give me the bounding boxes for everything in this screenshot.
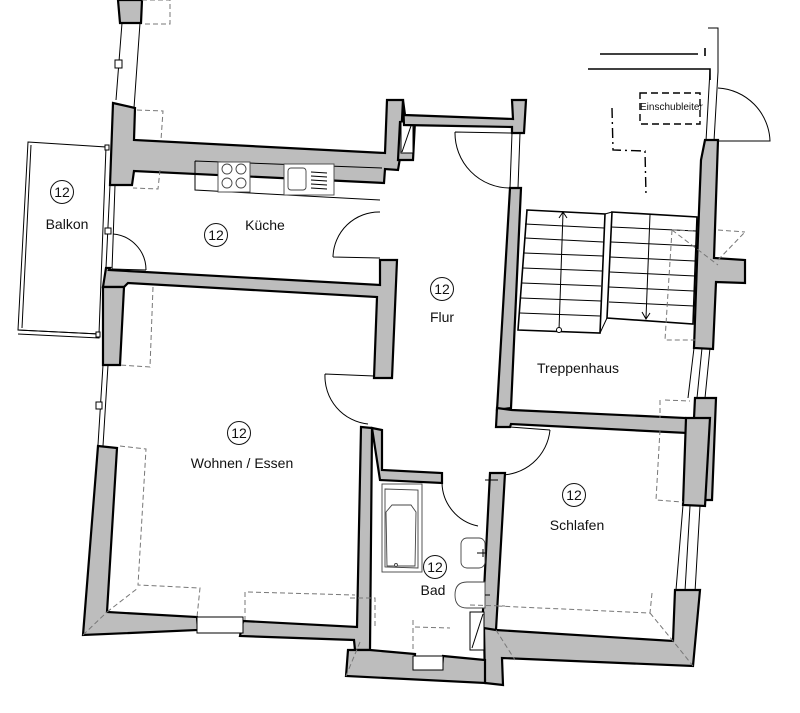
room-label-flur: Flur bbox=[429, 309, 455, 325]
stairs-up bbox=[517, 209, 606, 334]
wall-schlafen-east bbox=[681, 416, 712, 508]
wall-schlafen-south bbox=[482, 588, 702, 687]
room-number-balkon: 12 bbox=[50, 180, 74, 204]
bathtub-icon bbox=[381, 483, 423, 573]
stairs-down bbox=[606, 211, 698, 325]
wall-wohnen-sw bbox=[81, 444, 200, 637]
room-number-schlafen: 12 bbox=[562, 483, 586, 507]
room-number-wohnen: 12 bbox=[227, 421, 251, 445]
room-label-kueche: Küche bbox=[245, 217, 285, 233]
room-label-balkon: Balkon bbox=[45, 216, 89, 232]
wall-treppenhaus-south bbox=[494, 406, 689, 435]
wall-kitchen-south bbox=[101, 258, 399, 380]
wall-flur-east bbox=[495, 186, 523, 412]
toilet-icon bbox=[454, 581, 490, 609]
room-number-kueche: 12 bbox=[204, 223, 228, 247]
wall-top-left-stub bbox=[116, 0, 144, 25]
room-label-treppenhaus: Treppenhaus bbox=[537, 360, 619, 376]
wall-wohnen-west bbox=[101, 285, 126, 367]
washbasin-icon bbox=[460, 537, 487, 569]
room-number-flur: 12 bbox=[430, 277, 454, 301]
attic-ladder-outline bbox=[639, 92, 701, 125]
wall-kitchen-north bbox=[108, 98, 405, 187]
room-label-schlafen: Schlafen bbox=[549, 517, 605, 533]
room-number-bad: 12 bbox=[423, 555, 447, 579]
wall-treppenhaus-east bbox=[692, 138, 747, 351]
window-bad bbox=[412, 655, 444, 671]
balcony-outline bbox=[17, 141, 107, 335]
room-label-wohnen: Wohnen / Essen bbox=[190, 455, 294, 471]
room-label-bad: Bad bbox=[420, 582, 446, 598]
wall-bad-north bbox=[370, 426, 444, 485]
window-south bbox=[196, 616, 244, 634]
wall-flur-north bbox=[401, 98, 528, 135]
window-post bbox=[114, 59, 123, 69]
attic-ladder-label: Einschubleiter bbox=[640, 102, 703, 113]
